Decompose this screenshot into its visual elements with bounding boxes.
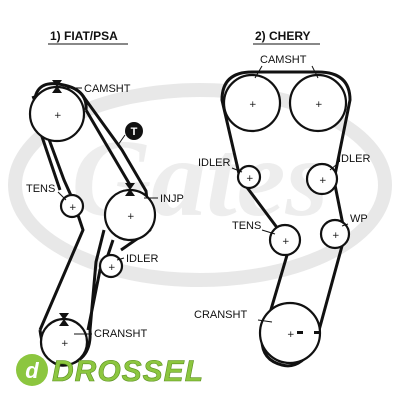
diagram2-idler-left-pulley xyxy=(236,164,262,190)
diagram2-title: 2) CHERY xyxy=(255,29,311,43)
svg-text:+: + xyxy=(54,111,62,121)
diagram1-camshaft-timing-mark xyxy=(52,80,62,87)
diagram-fiat-psa: 1) FIAT/PSA + + + + + T CAMSHT TENS xyxy=(26,29,184,367)
diagram2-camshaft-pulley-left xyxy=(222,73,282,133)
diagram2-belt xyxy=(220,70,352,368)
diagram1-label-tensioner: TENS xyxy=(26,183,55,195)
svg-text:+: + xyxy=(108,263,116,273)
diagram2-camshaft-pulley-right xyxy=(288,73,348,133)
svg-text:+: + xyxy=(315,100,323,110)
drossel-logo: d DROSSEL xyxy=(16,354,204,388)
diagram2-label-tensioner: TENS xyxy=(232,220,261,232)
diagram2-crank-timing-mark xyxy=(297,331,303,334)
diagram1-title: 1) FIAT/PSA xyxy=(50,29,118,43)
diagram1-label-injection-pump: INJP xyxy=(160,193,184,205)
svg-text:+: + xyxy=(246,174,254,184)
drossel-logo-mark xyxy=(16,354,48,386)
diagram2-label-idler-left: IDLER xyxy=(198,157,230,169)
svg-text:+: + xyxy=(282,237,290,247)
svg-text:+: + xyxy=(287,330,295,340)
svg-text:+: + xyxy=(319,176,327,186)
diagram2-label-idler-right: IDLER xyxy=(338,153,370,165)
diagram1-tensioner-pulley xyxy=(59,193,85,219)
diagram1-idler-pulley xyxy=(98,253,124,279)
diagram1-label-idler: IDLER xyxy=(126,253,158,265)
diagram1-tensioner-mark: T xyxy=(131,126,138,138)
diagram2-tensioner-pulley xyxy=(268,223,302,257)
svg-text:+: + xyxy=(69,203,77,213)
diagram-chery: 2) CHERY + + + + + + + CAMSHT IDLER IDLE… xyxy=(194,29,370,368)
diagram1-label-camshaft: CAMSHT xyxy=(84,83,131,95)
drossel-logo-mark-letter: d xyxy=(25,358,39,383)
svg-text:+: + xyxy=(249,100,257,110)
drossel-logo-text: DROSSEL xyxy=(52,355,204,388)
diagram2-label-water-pump: WP xyxy=(350,213,368,225)
diagram1-injp-timing-mark xyxy=(125,183,135,190)
svg-text:+: + xyxy=(332,231,340,241)
svg-text:+: + xyxy=(127,212,135,222)
svg-text:+: + xyxy=(61,339,69,349)
diagram1-tensioner-mark-badge xyxy=(125,122,143,140)
diagram2-label-camshaft: CAMSHT xyxy=(260,54,307,66)
diagram1-crank-timing-mark xyxy=(59,313,69,320)
diagram2-label-crankshaft: CRANSHT xyxy=(194,309,247,321)
diagram1-label-crankshaft: CRANSHT xyxy=(94,328,147,340)
diagram2-water-pump-pulley xyxy=(319,218,351,250)
diagram2-idler-right-pulley xyxy=(305,162,339,196)
